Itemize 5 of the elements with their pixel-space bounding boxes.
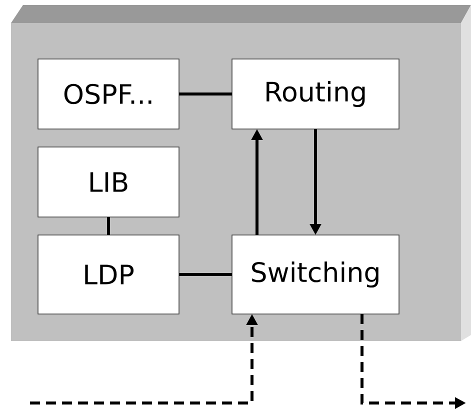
process-box: Routing bbox=[232, 58, 400, 130]
process-box: OSPF... bbox=[38, 58, 180, 130]
process-box: LIB bbox=[38, 146, 180, 218]
process-box: Switching bbox=[232, 234, 400, 314]
process-box: LDP bbox=[38, 234, 180, 314]
